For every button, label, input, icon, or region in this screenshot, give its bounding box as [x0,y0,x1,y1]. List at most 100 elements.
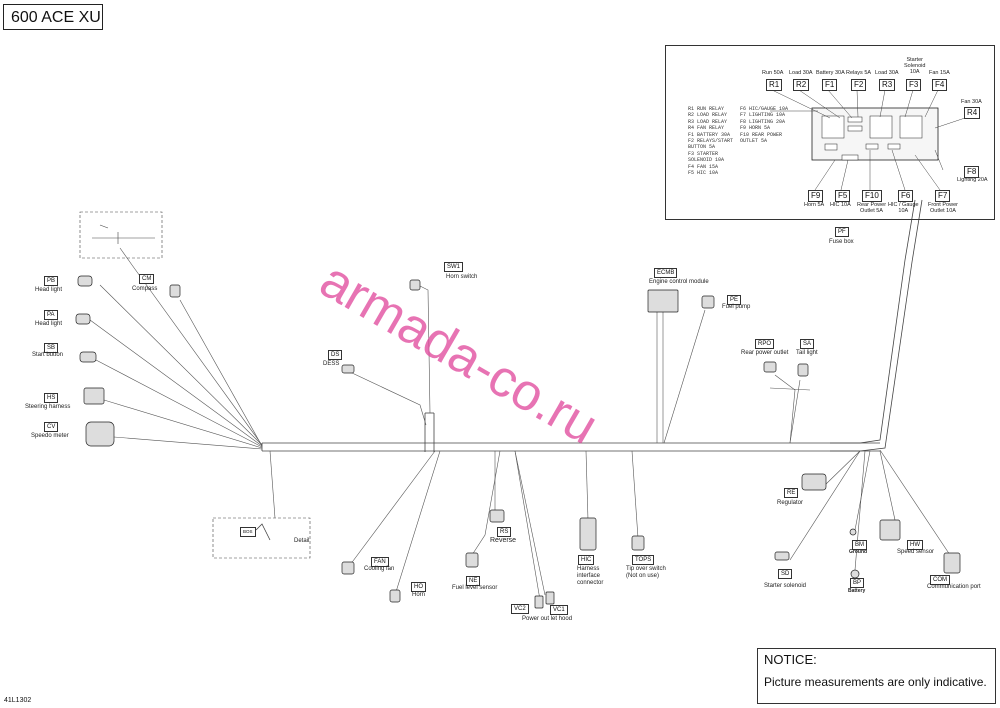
label-horn: Horn [412,592,426,598]
label-ground: Ground [849,549,868,555]
fuse-label-r4: Fan 30A [961,99,982,105]
label-fuel-level-sensor: Fuel level sensor [452,585,498,591]
label-communication-port: Communication port [927,584,981,590]
fuse-label-f3: Starter Solenoid 10A [904,57,925,75]
connector-fan [341,561,355,575]
code-com: COM [930,575,950,585]
code-sb: SB [44,343,59,353]
label-head-light-pb: Head light [35,287,63,293]
code-ecmb: ECMB [654,268,678,278]
notice-text: Picture measurements are only indicative… [764,675,987,689]
fuse-label-f8: Lighting 20A [957,177,988,183]
legend-line: R1 RUN RELAY [688,106,725,112]
fuse-label-f6: HIC / Gauge 10A [888,202,919,214]
fuse-code-r3: R3 [879,79,896,91]
label-starter-solenoid: Starter solenoid [764,583,807,589]
connector-cv [85,421,115,447]
code-tops: TOPS [632,555,655,565]
code-rpo: RPO [755,339,775,349]
label-hic-line3: connector [577,580,604,586]
label-rear-power-outlet: Rear power outlet [741,350,789,356]
label-regulator: Regulator [777,500,804,506]
connector-hs [83,387,105,405]
fuse-label-f6-line2: 10A [898,208,909,214]
legend-line: F1 BATTERY 30A [688,131,731,138]
label-cooling-fan: Cooling fan [364,566,395,572]
connector-pa [75,313,91,325]
branch-wires [89,247,951,601]
legend-line: R3 LOAD RELAY [688,118,728,125]
connector-re [801,473,827,491]
connector-bm [849,528,857,536]
fuse-code-f1: F1 [822,79,838,91]
connector-sb [79,351,97,363]
fuse-slots [821,115,923,161]
code-fan: FAN [371,557,389,567]
code-hw: HW [907,540,923,550]
main-harness-trunk [261,199,923,452]
label-engine-control-module: Engine control module [649,279,709,285]
fuse-code-f10: F10 [862,190,882,202]
fuse-label-f1: Battery 30A [816,70,845,76]
code-bm: BM [852,540,867,550]
label-dess: DESS [323,361,340,367]
label-steering-harness: Steering harness [25,404,71,410]
legend-line: BUTTON 5A [688,144,716,151]
code-pb: PB [44,276,59,286]
connector-sd [774,551,790,561]
fuse-code-f2: F2 [851,79,867,91]
connector-bp [850,569,860,579]
label-speedo-meter: Speedo meter [31,433,69,439]
legend-line: F2 RELAYS/START [688,138,734,145]
code-detail: BOS [240,527,256,537]
label-battery: Battery [848,588,866,594]
legend-line: F5 HIC 10A [688,170,719,177]
code-cv: CV [44,422,59,432]
label-tops-line1: Tip over switch [626,566,666,572]
legend-line: F7 LIGHTING 10A [740,112,786,119]
label-power-outlet-hood: Power out let hood [522,616,573,622]
connector-ho [389,589,401,603]
connector-sa [797,363,809,377]
fuse-box-panel [665,45,995,220]
label-tops-line2: (Not on use) [626,573,660,579]
fuse-code-f6: F6 [898,190,914,202]
fuse-label-f3-line1: Starter [906,57,923,63]
label-fuel-pump: Fuel pump [722,304,751,310]
fuse-code-f9: F9 [808,190,824,202]
fuse-label-f7-line1: Front Power [928,202,958,208]
fuse-code-f8: F8 [964,166,980,178]
fuse-label-f9: Horn 5A [804,202,825,208]
legend-line: SOLENOID 10A [688,157,725,164]
label-hic-line2: interface [577,573,601,579]
label-compass: Compass [132,286,158,292]
legend-line: F8 LIGHTING 20A [740,118,786,125]
fuse-label-r3: Load 30A [875,70,899,76]
fuse-label-f4: Fan 15A [929,70,950,76]
fuse-label-r2: Load 30A [789,70,813,76]
fuse-label-f3-line2: Solenoid [904,63,926,69]
label-speed-sensor: Speed sensor [897,549,935,555]
fuse-code-r4: R4 [964,107,981,119]
fuse-label-f10-line1: Rear Power [857,202,887,208]
fuse-label-f10-line2: Outlet 5A [860,208,883,214]
fuse-label-r1: Run 50A [762,70,784,76]
code-vc1: VC1 [550,605,568,615]
detail-box [212,517,311,559]
legend-line: F4 FAN 15A [688,163,719,170]
connector-com [943,552,961,574]
connector-ds [341,364,355,374]
label-start-button: Start button [32,352,64,358]
fuse-code-r1: R1 [766,79,783,91]
code-vc2: VC2 [511,604,529,614]
fuse-label-f3-line3: 10A [909,69,920,75]
fuse-label-f7-line2: Outlet 10A [929,208,956,214]
connector-glyphs [75,275,961,609]
connector-sw1 [409,279,421,291]
code-ds: DS [328,350,343,360]
code-cm: CM [139,274,155,284]
label-hic: Harness interface connector [577,566,603,587]
connector-vc1 [545,591,555,605]
legend-line: F6 HIC/GAUGE 10A [740,106,789,112]
